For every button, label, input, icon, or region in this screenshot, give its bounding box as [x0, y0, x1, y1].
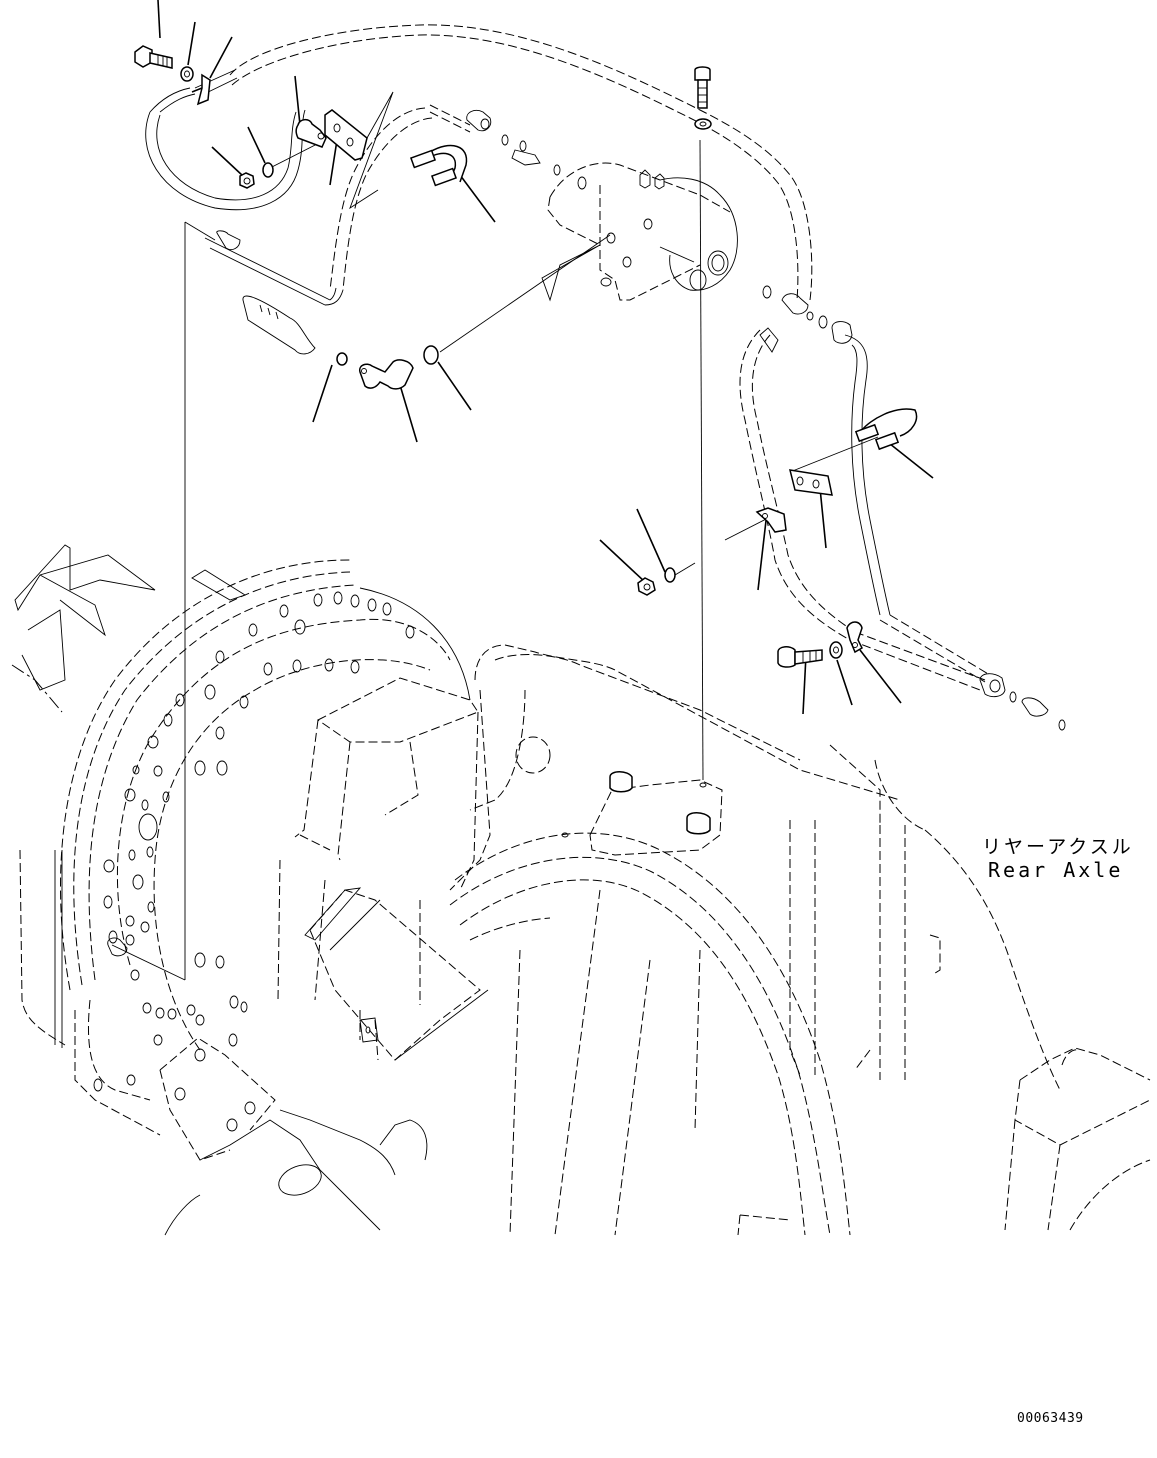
- plate-icon: [324, 109, 368, 161]
- bolt-icon: [777, 646, 823, 668]
- disc-holes: [93, 591, 415, 1092]
- bracket-outline: [349, 91, 394, 210]
- washer-icon: [262, 162, 274, 178]
- axle-housing-lower-left: [159, 859, 489, 1236]
- washer-icon: [664, 567, 676, 583]
- u-bolt-icon: [409, 144, 468, 187]
- hose-fitting-upper: [466, 109, 561, 176]
- clip-icon: [191, 73, 211, 106]
- hose-fitting-right: [759, 285, 853, 353]
- plug-bolt-icon: [609, 771, 633, 793]
- elbow-icon: [358, 359, 414, 390]
- washer-icon: [180, 66, 194, 82]
- axle-housing-center: [294, 644, 1151, 1236]
- o-ring-icon: [336, 352, 348, 366]
- washer-hole: [699, 121, 707, 127]
- bolt-icon: [694, 66, 711, 109]
- clip-icon: [846, 621, 863, 654]
- clamp-icon: [295, 118, 327, 148]
- bolt-icon: [134, 45, 173, 69]
- washer-hole: [184, 70, 190, 78]
- pipe-fitting-left: [216, 230, 316, 355]
- washer-icon: [694, 118, 712, 130]
- upper-hose-loop: [145, 24, 991, 691]
- grease-fitting-icon: [107, 937, 128, 957]
- axle-hub-left: [11, 544, 471, 1136]
- assembly-label-en: Rear Axle: [988, 858, 1124, 882]
- assembly-label-jp: リヤーアクスル: [982, 836, 1134, 858]
- washer-icon: [829, 641, 843, 659]
- valve-icon: [541, 162, 738, 302]
- drawing-number: 00063439: [1017, 1411, 1084, 1426]
- nut-icon: [637, 577, 656, 596]
- plug-bolt-icon: [686, 812, 711, 835]
- clamp-icon: [755, 507, 787, 533]
- washer-hole: [833, 646, 839, 654]
- nut-icon: [239, 172, 255, 189]
- u-bolt-icon: [854, 408, 918, 451]
- hose-fitting-lower-right: [979, 673, 1066, 731]
- o-ring-icon: [423, 345, 439, 365]
- plate-icon: [788, 469, 833, 496]
